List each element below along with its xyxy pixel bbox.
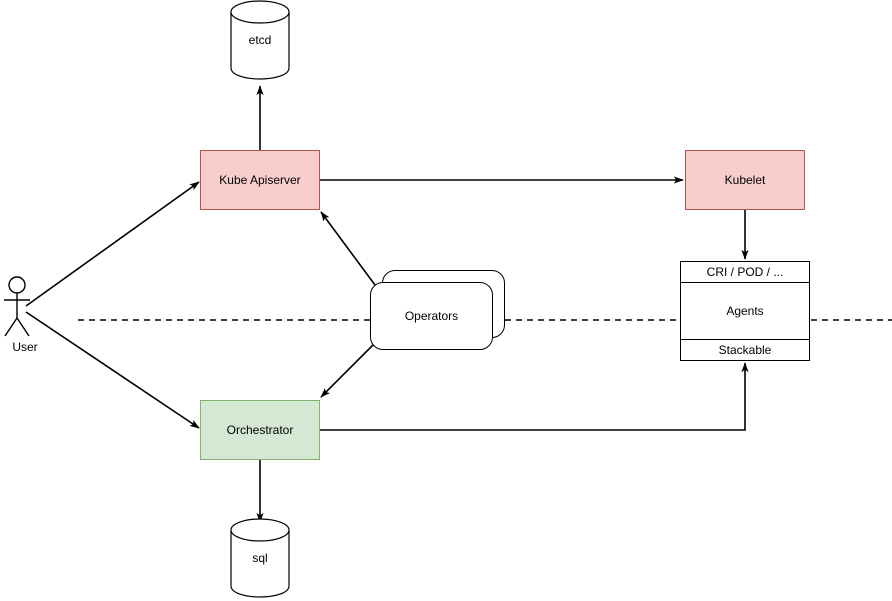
node-user-label: User (12, 340, 38, 354)
node-kube-apiserver[interactable]: Kube Apiserver (200, 150, 320, 210)
edge-orchestrator-to-stackable (320, 362, 749, 431)
node-etcd-label: etcd (248, 33, 272, 47)
node-operators-front-card: Operators (370, 282, 493, 350)
node-user-actor[interactable]: User (2, 276, 48, 356)
node-agents[interactable]: CRI / POD / ... Agents Stackable (680, 261, 810, 361)
edge-operators-to-orchestrator (320, 343, 375, 398)
edge-operators-to-apiserver (320, 211, 376, 286)
node-orchestrator[interactable]: Orchestrator (200, 400, 320, 460)
node-agents-body-label: Agents (726, 304, 764, 318)
edge-user-to-orchestrator (25, 311, 200, 429)
node-sql-label: sql (252, 551, 268, 565)
edge-user-to-apiserver (25, 181, 200, 307)
node-etcd[interactable]: etcd (230, 0, 290, 80)
node-agents-body-band: Agents (681, 283, 809, 339)
node-agents-header-label: CRI / POD / ... (706, 265, 784, 279)
node-agents-footer-label: Stackable (718, 343, 772, 357)
node-kubelet[interactable]: Kubelet (685, 150, 805, 210)
node-kubelet-label: Kubelet (724, 172, 766, 187)
node-operators[interactable]: Operators (370, 270, 505, 350)
node-agents-header-band: CRI / POD / ... (681, 262, 809, 283)
node-sql[interactable]: sql (230, 518, 290, 598)
node-operators-label: Operators (404, 309, 459, 323)
node-orchestrator-label: Orchestrator (226, 422, 294, 437)
node-kube-apiserver-label: Kube Apiserver (219, 172, 301, 187)
node-agents-footer-band: Stackable (681, 339, 809, 360)
